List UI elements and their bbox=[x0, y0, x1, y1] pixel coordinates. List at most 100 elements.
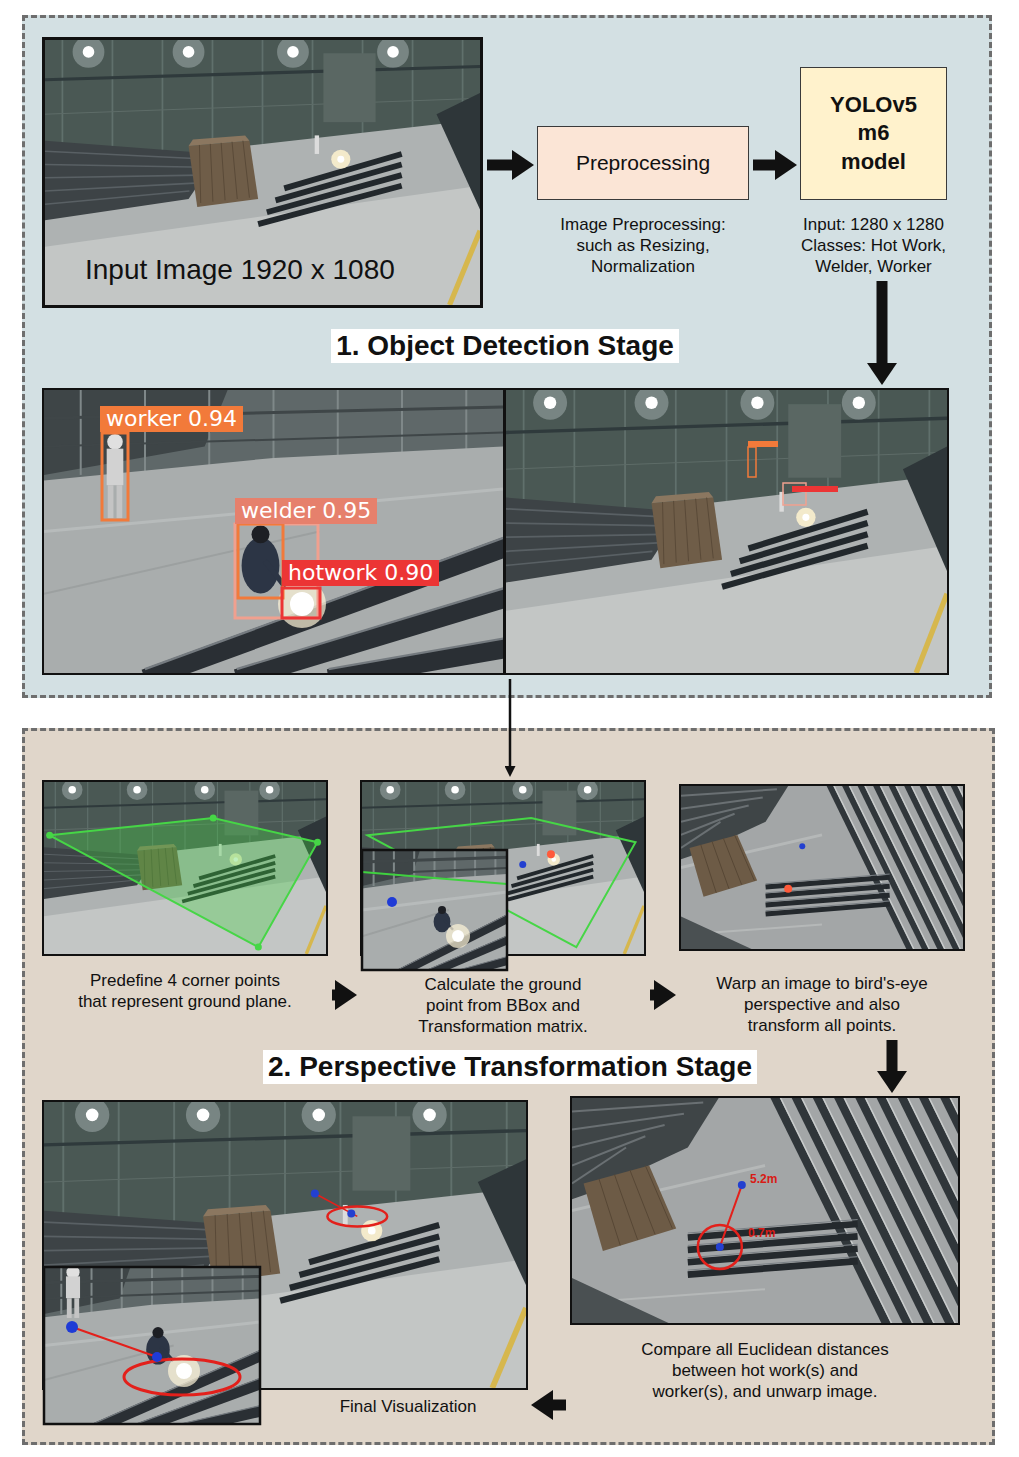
scene-line bbox=[492, 1308, 526, 1388]
scene-dot bbox=[259, 782, 280, 800]
scene-dot bbox=[380, 782, 401, 800]
scene-line bbox=[921, 1098, 958, 1323]
scene-line bbox=[948, 1098, 958, 1323]
scene-line bbox=[624, 390, 626, 509]
scene-line bbox=[766, 901, 890, 911]
scene-dot bbox=[446, 924, 470, 948]
scene-line bbox=[681, 806, 749, 822]
distance-ring bbox=[327, 1206, 387, 1226]
scene-line bbox=[262, 40, 264, 151]
scene-dot bbox=[331, 150, 350, 169]
stage-panel: 1. Object Detection StageInput Image 192… bbox=[22, 15, 992, 698]
image-divider bbox=[503, 390, 506, 673]
photo-frame bbox=[570, 1096, 960, 1325]
scene-line bbox=[722, 546, 868, 587]
scene-dot bbox=[311, 1190, 319, 1198]
scene-line bbox=[306, 906, 326, 954]
scene-line bbox=[394, 916, 507, 970]
scene-line bbox=[936, 786, 963, 949]
scene-line bbox=[362, 857, 507, 862]
scene-dot bbox=[66, 1321, 78, 1333]
scene-line bbox=[55, 782, 56, 854]
inset-frame bbox=[44, 1267, 260, 1424]
scene-shape bbox=[362, 850, 420, 886]
scene-line bbox=[112, 40, 114, 151]
scene-line bbox=[362, 872, 507, 884]
scene-line bbox=[506, 534, 663, 537]
scene-line bbox=[624, 906, 644, 954]
scene-line bbox=[405, 782, 406, 854]
stage-panel: 2. Perspective Transformation StagePrede… bbox=[22, 728, 995, 1445]
bounding-box bbox=[282, 588, 320, 618]
scene-dot bbox=[287, 46, 299, 58]
scene-dot bbox=[68, 786, 76, 794]
scene-dot bbox=[152, 1327, 163, 1338]
scene-line bbox=[263, 1211, 270, 1272]
scene-group bbox=[44, 782, 326, 954]
scene-line bbox=[62, 1102, 64, 1222]
scene-group bbox=[681, 786, 963, 949]
scene-line bbox=[44, 1256, 210, 1265]
scene-line bbox=[927, 1098, 958, 1323]
scene-line bbox=[243, 141, 250, 198]
scene-dot bbox=[423, 1109, 436, 1122]
scene-line bbox=[502, 782, 503, 854]
detection-label: welder 0.95 bbox=[235, 498, 377, 524]
model-box: YOLOv5 m6 modelInput: 1280 x 1280 Classe… bbox=[800, 67, 947, 277]
scene-line bbox=[470, 782, 471, 854]
scene-line bbox=[712, 841, 729, 888]
scene-shape bbox=[903, 447, 947, 572]
scene-shape bbox=[681, 916, 752, 949]
scene-line bbox=[921, 786, 963, 949]
scene-line bbox=[199, 145, 200, 203]
scene-dot bbox=[519, 861, 526, 868]
scene-dot bbox=[796, 508, 815, 527]
clip-group bbox=[44, 782, 326, 954]
scene-dot bbox=[512, 782, 533, 800]
scene-line bbox=[45, 98, 480, 114]
photo-frame bbox=[360, 780, 646, 956]
ground-plane bbox=[50, 818, 318, 947]
detection-label: worker 0.94 bbox=[100, 406, 243, 432]
scene-line bbox=[393, 850, 395, 886]
scene-dot bbox=[368, 1227, 376, 1235]
scene-dot bbox=[86, 1109, 99, 1122]
scene-line bbox=[221, 143, 225, 201]
scene-line bbox=[900, 1098, 958, 1323]
scene-line bbox=[956, 786, 963, 949]
scene-dot bbox=[533, 390, 567, 420]
scene-line bbox=[145, 546, 503, 673]
clip-group bbox=[45, 40, 480, 305]
scene-dot bbox=[277, 40, 309, 68]
scene-dot bbox=[740, 390, 774, 420]
box-caption: Input: 1280 x 1280 Classes: Hot Work, We… bbox=[784, 214, 964, 277]
scene-dot bbox=[107, 434, 123, 450]
scene-rect bbox=[117, 485, 123, 518]
scene-dot bbox=[853, 397, 865, 409]
scene-line bbox=[178, 1404, 260, 1424]
scene-line bbox=[735, 835, 755, 881]
scene-dot bbox=[577, 782, 598, 800]
scene-line bbox=[450, 231, 480, 305]
scene-dot bbox=[716, 1243, 724, 1251]
scene-dot bbox=[544, 397, 556, 409]
detection-result: worker 0.94welder 0.95hotwork 0.90 bbox=[42, 388, 949, 675]
flow-arrow bbox=[877, 281, 888, 365]
scene-shape bbox=[189, 141, 259, 207]
flow-arrow bbox=[887, 1040, 898, 1073]
scene-rect bbox=[45, 40, 480, 305]
scene-dot bbox=[842, 390, 876, 420]
scene-line bbox=[701, 845, 717, 893]
scene-shape bbox=[584, 1166, 677, 1252]
scene-shape bbox=[652, 498, 723, 569]
scene-line bbox=[44, 1131, 526, 1145]
scene-line bbox=[45, 67, 480, 80]
distance-ring bbox=[698, 1225, 742, 1269]
flow-arrow bbox=[650, 990, 656, 1001]
scene-shape bbox=[437, 93, 481, 210]
scene-line bbox=[675, 390, 677, 509]
photo-frame bbox=[42, 780, 328, 956]
scene-line bbox=[572, 1136, 645, 1165]
scene-shape bbox=[572, 1278, 669, 1323]
